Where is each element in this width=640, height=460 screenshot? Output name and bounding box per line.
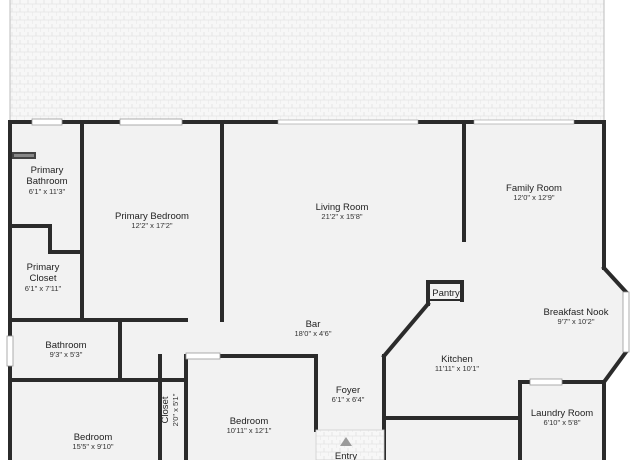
bedroom-1-label: Bedroom (74, 432, 113, 443)
bar-dims: 18'0" x 4'6" (295, 329, 332, 338)
primary-bathroom-label-1: Primary (31, 165, 64, 176)
breakfast-nook-dims: 9'7" x 10'2" (558, 317, 595, 326)
primary-bathroom-dims: 6'1" x 11'3" (29, 187, 66, 196)
bathroom-label: Bathroom (45, 340, 86, 351)
patio (9, 0, 605, 122)
living-room-label: Living Room (316, 202, 369, 213)
bedroom-2-dims: 10'11" x 12'1" (227, 426, 272, 435)
primary-closet-label-1: Primary (27, 262, 60, 273)
pantry-closet (426, 280, 464, 306)
foyer-label: Foyer (336, 385, 360, 396)
family-room-label: Family Room (506, 183, 562, 194)
interior-floor (10, 122, 626, 460)
windows (6, 118, 630, 386)
entry-arrow-icon (340, 437, 352, 446)
bedroom-2-label: Bedroom (230, 416, 269, 427)
kitchen-label: Kitchen (441, 354, 473, 365)
primary-bathroom-label-2: Bathroom (26, 176, 67, 187)
primary-bedroom-label: Primary Bedroom (115, 211, 189, 222)
bedroom-1-dims: 15'5" x 9'10" (72, 442, 113, 451)
primary-bedroom-dims: 12'2" x 17'2" (131, 221, 172, 230)
primary-closet-label-2: Closet (30, 273, 57, 284)
pantry-label: Pantry (432, 288, 460, 299)
room-labels: Primary Bathroom 6'1" x 11'3" Primary Be… (25, 165, 609, 460)
breakfast-nook-label: Breakfast Nook (544, 307, 609, 318)
entry-label: Entry (335, 451, 357, 460)
foyer-dims: 6'1" x 6'4" (332, 395, 365, 404)
closet-label: Closet (160, 396, 171, 423)
primary-closet-dims: 6'1" x 7'11" (25, 284, 62, 293)
family-room-dims: 12'0" x 12'9" (513, 193, 554, 202)
living-room-dims: 21'2" x 15'8" (321, 212, 362, 221)
entry-steps (315, 429, 385, 460)
bar-label: Bar (306, 319, 321, 330)
laundry-room-label: Laundry Room (531, 408, 593, 419)
closet-dims: 2'0" x 5'1" (171, 393, 180, 426)
laundry-room-dims: 6'10" x 5'8" (544, 418, 581, 427)
fixtures (12, 152, 36, 159)
kitchen-dims: 11'11" x 10'1" (435, 364, 480, 373)
bathroom-dims: 9'3" x 5'3" (50, 350, 83, 359)
